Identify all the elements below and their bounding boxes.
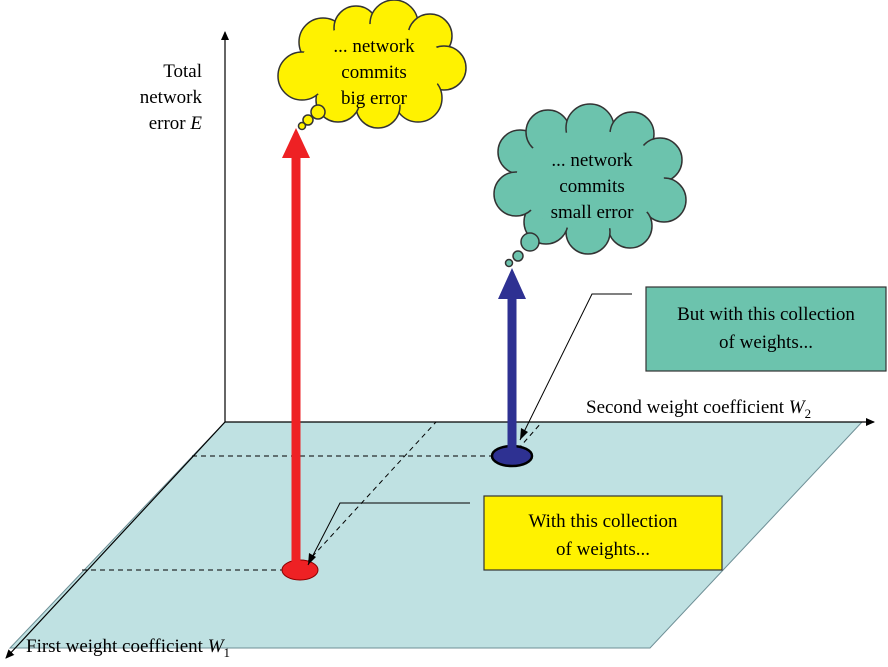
- error-axis-label: Total network error E: [140, 61, 203, 134]
- small-error-thought-cloud: ... network commits small error: [493, 103, 687, 268]
- w2-subscript: 2: [805, 406, 812, 421]
- blue-callout-pointer: [519, 293, 632, 441]
- w2-axis-label: Second weight coefficient W2: [586, 397, 811, 421]
- red-callout-line-2: of weights...: [556, 539, 650, 560]
- w1-axis-label: First weight coefficient W1: [26, 636, 230, 660]
- w2-symbol: W: [789, 397, 807, 418]
- error-label-line-1: Total: [163, 61, 202, 82]
- big-error-cloud-line-3: big error: [341, 88, 408, 109]
- w1-subscript: 1: [224, 645, 231, 660]
- w1-symbol: W: [208, 636, 226, 657]
- red-callout-line-1: With this collection: [528, 511, 678, 532]
- big-error-thought-cloud: ... network commits big error: [277, 0, 467, 131]
- big-error-cloud-line-2: commits: [341, 62, 406, 83]
- blue-weights-callout: But with this collection of weights...: [645, 286, 887, 372]
- w1-axis: [5, 421, 226, 659]
- red-callout-pointer: [307, 502, 470, 566]
- error-symbol: E: [189, 113, 202, 134]
- big-error-cloud-line-1: ... network: [333, 36, 415, 57]
- red-error-arrow: [282, 128, 310, 567]
- red-weights-callout: With this collection of weights...: [483, 495, 723, 571]
- small-error-cloud-line-2: commits: [559, 176, 624, 197]
- small-error-cloud-line-1: ... network: [551, 150, 633, 171]
- blue-callout-line-1: But with this collection: [677, 304, 855, 325]
- error-label-line-2: network: [140, 87, 203, 108]
- error-label-line-3: error E: [149, 113, 203, 134]
- small-error-cloud-line-3: small error: [551, 202, 635, 223]
- blue-callout-line-2: of weights...: [719, 332, 813, 353]
- blue-error-arrow: [498, 268, 526, 450]
- projection-lines: [82, 421, 543, 571]
